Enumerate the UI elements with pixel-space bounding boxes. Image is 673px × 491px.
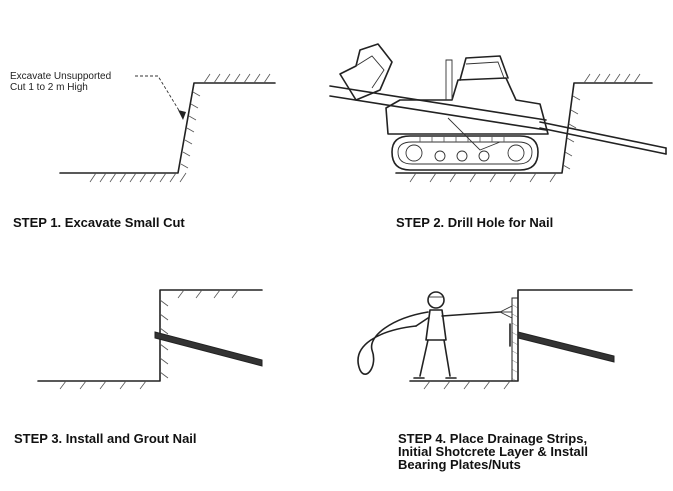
drill-rod-lower — [539, 127, 667, 155]
step1-slope-hatch — [180, 91, 201, 169]
drill-rig-head-detail — [355, 55, 385, 89]
step2-illustration — [329, 43, 667, 183]
worker-head — [427, 291, 445, 309]
drill-rig-track-inner — [397, 141, 533, 165]
drill-boom-upper — [329, 85, 547, 121]
step1-lower-hatch — [89, 172, 187, 183]
step3-ground-profile — [37, 289, 263, 382]
shotcrete-hose — [357, 311, 429, 375]
step2-label: STEP 2. Drill Hole for Nail — [396, 215, 554, 230]
step4-label: STEP 4. Place Drainage Strips, Initial S… — [398, 431, 588, 472]
step3-grouted-nail — [154, 331, 263, 367]
step2-lower-hatch — [409, 172, 557, 183]
drill-rig-exhaust — [445, 59, 453, 100]
worker-legs — [419, 339, 451, 377]
worker-rear-arm — [415, 317, 429, 327]
step3-lower-hatch — [59, 380, 147, 390]
drill-rig-rotary-head — [339, 43, 393, 101]
drill-rod — [539, 121, 667, 149]
step4-shotcrete-layer — [511, 297, 519, 382]
worker-arm-nozzle — [441, 311, 501, 317]
step4-lower-hatch — [423, 380, 511, 390]
step3-label: STEP 3. Install and Grout Nail — [14, 431, 197, 446]
step2-ground-profile — [395, 82, 653, 174]
step3-face-hatch — [159, 299, 169, 379]
step4-nail — [517, 331, 615, 363]
step4-illustration — [357, 289, 633, 390]
step3-upper-hatch — [177, 289, 239, 299]
step1-ground-profile — [59, 82, 276, 174]
step1-leader-arrowhead — [178, 110, 186, 120]
step2-upper-hatch — [583, 73, 641, 84]
step3-illustration — [37, 289, 263, 390]
drill-rig-body — [385, 77, 549, 135]
drill-boom-lower — [329, 95, 547, 131]
step2-slope-hatch — [562, 95, 581, 170]
step1-annotation: Excavate Unsupported Cut 1 to 2 m High — [10, 71, 112, 93]
drill-rig-cab — [459, 55, 509, 81]
step1-upper-hatch — [203, 73, 271, 84]
drill-rig-cab-window — [465, 61, 505, 79]
drill-boom-support — [447, 117, 501, 151]
drill-rig-track-wheels — [405, 144, 525, 162]
shotcrete-spray — [499, 305, 513, 319]
step1-illustration — [59, 73, 276, 183]
step1-leader-line — [135, 75, 184, 118]
drill-rig-track — [391, 135, 539, 171]
drill-rig-track-cleats — [419, 136, 505, 142]
worker-torso — [425, 309, 447, 341]
step1-label: STEP 1. Excavate Small Cut — [13, 215, 185, 230]
